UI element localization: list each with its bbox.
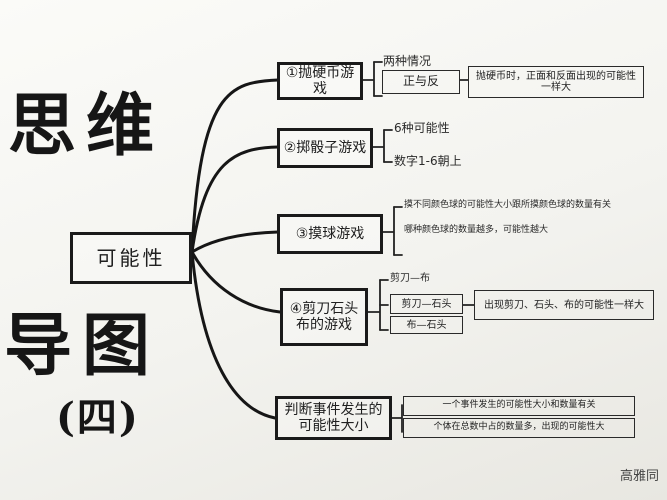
branch-4-note-2: 剪刀—石头 [390, 294, 463, 314]
branch-3-ball-game: ③摸球游戏 [277, 214, 383, 254]
branch-5-note-2: 个体在总数中占的数量多，出现的可能性大 [403, 418, 635, 438]
branch-2-note-2: 数字1-6朝上 [394, 154, 462, 168]
center-topic: 可能性 [70, 232, 192, 284]
author-signature: 高雅同 [620, 469, 660, 484]
branch-3-note-2: 哪种颜色球的数量越多，可能性越大 [404, 225, 549, 235]
branch-4-note-3: 布—石头 [390, 316, 463, 334]
branch-4-note-1: 剪刀—布 [390, 273, 430, 284]
branch-1-extra: 抛硬币时，正面和反面出现的可能性一样大 [468, 66, 644, 98]
branch-4-rock-paper-scissors: ④剪刀石头布的游戏 [280, 288, 368, 346]
branch-4-extra: 出现剪刀、石头、布的可能性一样大 [474, 290, 654, 320]
branch-2-note-1: 6种可能性 [394, 121, 450, 135]
branch-1-note-2: 正与反 [382, 70, 460, 94]
branch-1-coin-game: ①抛硬币游戏 [277, 62, 363, 100]
branch-5-judge-possibility: 判断事件发生的可能性大小 [275, 396, 392, 440]
branch-2-dice-game: ②掷骰子游戏 [277, 128, 373, 168]
title-line-2: 导图 [4, 306, 161, 386]
title-line-1: 思维 [8, 86, 165, 166]
branch-3-note-1: 摸不同颜色球的可能性大小跟所摸颜色球的数量有关 [404, 200, 612, 210]
branch-1-note-1: 两种情况 [383, 54, 432, 68]
branch-5-note-1: 一个事件发生的可能性大小和数量有关 [403, 396, 635, 416]
title-number: (四) [56, 394, 140, 441]
